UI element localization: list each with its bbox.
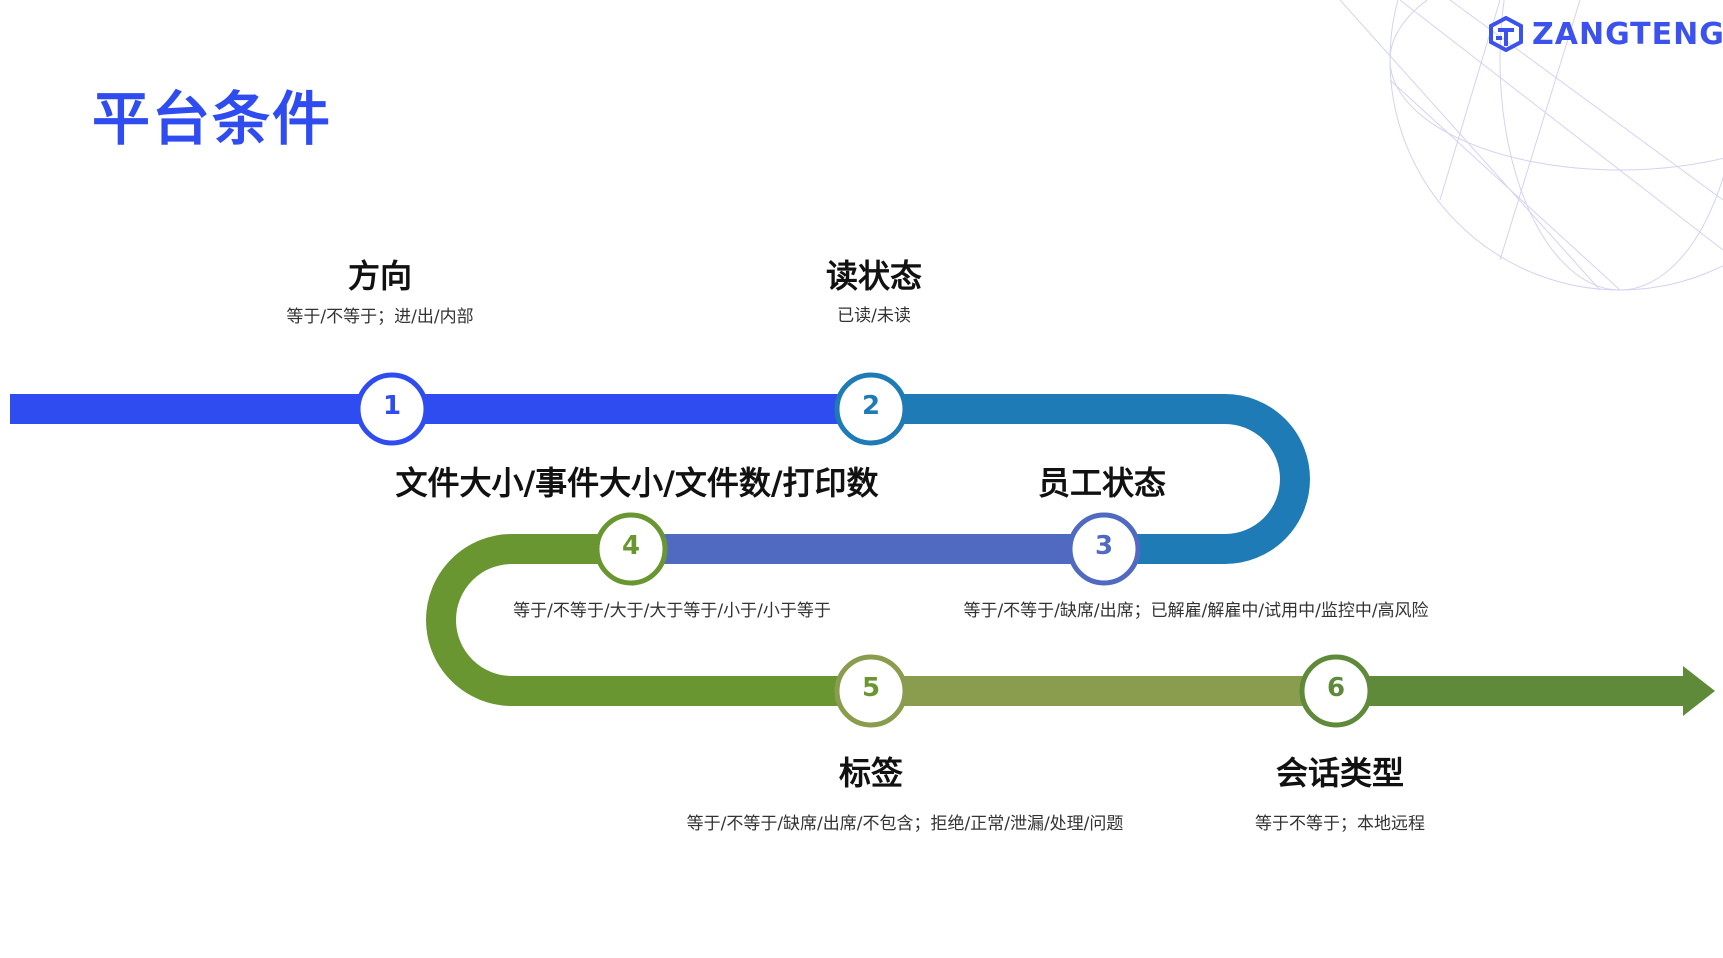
step-title-5: 标签 [838,754,904,792]
step-circle-2 [834,372,908,446]
step-number-4: 4 [621,531,641,561]
step-desc-2: 已读/未读 [837,306,911,326]
step-number-6: 6 [1326,673,1346,703]
step-circle-3 [1067,512,1141,586]
step-circle-6 [1299,654,1373,728]
track-segment-2 [871,394,1310,564]
globe-decoration [1339,0,1723,291]
cube-logo-icon [1489,16,1523,52]
step-circle-1 [355,372,429,446]
step-title-6: 会话类型 [1275,754,1405,792]
step-number-3: 3 [1094,531,1114,561]
step-desc-4: 等于/不等于/大于/大于等于/小于/小于等于 [513,601,831,621]
step-desc-1: 等于/不等于；进/出/内部 [286,307,474,327]
step-title-1: 方向 [347,257,413,295]
logo-text: ZANGTENG [1532,16,1723,52]
step-desc-3: 等于/不等于/缺席/出席；已解雇/解雇中/试用中/监控中/高风险 [963,601,1429,621]
brand-logo: ZANGTENG [1488,16,1723,52]
step-desc-5: 等于/不等于/缺席/出席/不包含；拒绝/正常/泄漏/处理/问题 [686,814,1124,834]
step-title-4: 文件大小/事件大小/文件数/打印数 [395,464,879,502]
arrow-head-icon [1683,666,1715,716]
step-title-3: 员工状态 [1037,464,1167,502]
step-circle-4 [594,512,668,586]
step-number-5: 5 [861,673,881,703]
step-desc-6: 等于不等于；本地远程 [1255,814,1425,834]
track-segment-4 [426,534,871,706]
step-number-2: 2 [861,391,881,421]
step-circles [355,372,1373,728]
step-title-2: 读状态 [825,257,923,295]
page-title: 平台条件 [92,85,333,153]
step-circle-5 [834,654,908,728]
step-number-1: 1 [382,391,402,421]
